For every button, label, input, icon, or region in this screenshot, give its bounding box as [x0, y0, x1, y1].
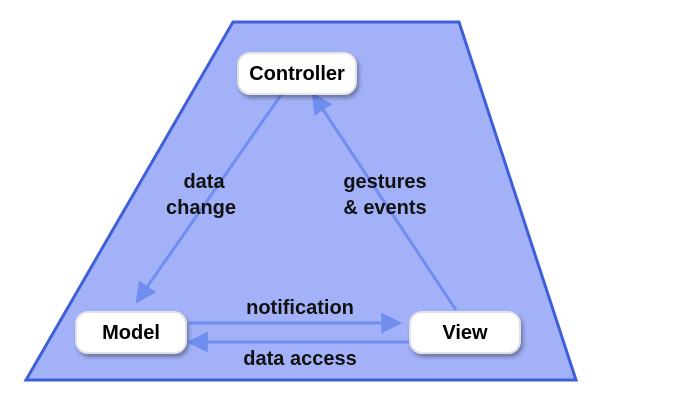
- node-model-label: Model: [102, 322, 160, 344]
- edge-label-data-change-line1: data: [183, 171, 225, 193]
- edge-label-data-access: data access: [243, 348, 356, 370]
- edge-label-gestures-events-line1: gestures: [343, 171, 426, 193]
- background-trapezoid: [23, 20, 579, 382]
- node-view-label: View: [442, 322, 488, 344]
- edge-label-gestures-events-line2: & events: [343, 197, 426, 219]
- node-controller-box: [237, 52, 357, 95]
- node-model: Model: [75, 311, 187, 354]
- node-controller: Controller: [237, 52, 357, 95]
- node-view-box: [409, 311, 521, 354]
- node-controller-label: Controller: [249, 63, 345, 85]
- node-view: View: [409, 311, 521, 354]
- edge-label-notification: notification: [246, 297, 354, 319]
- edge-view-to-controller: [311, 92, 458, 311]
- edge-controller-to-model: [135, 91, 285, 304]
- edge-label-data-change-line2: change: [166, 197, 236, 219]
- node-model-box: [75, 311, 187, 354]
